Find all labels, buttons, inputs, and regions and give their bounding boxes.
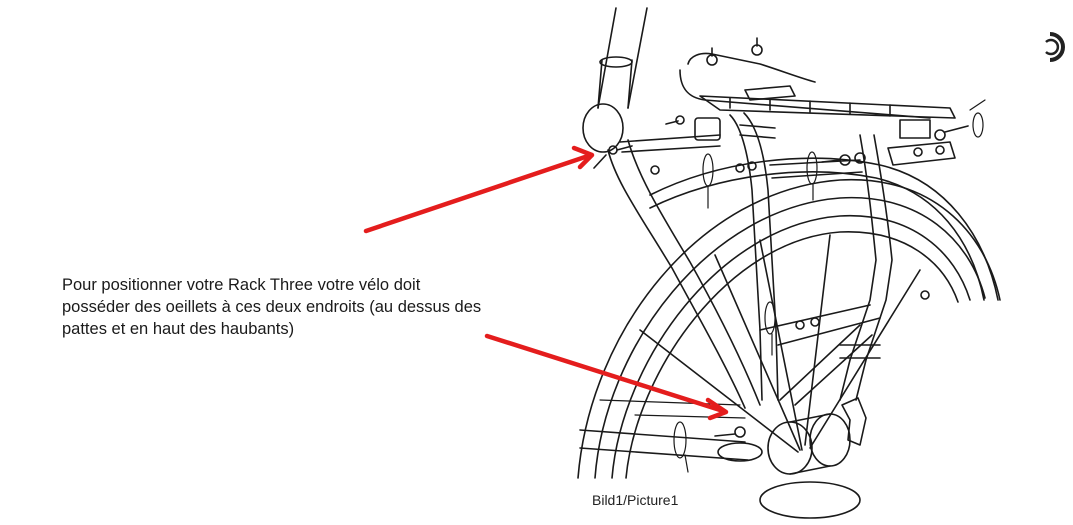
rear-hub <box>759 397 867 519</box>
circular-arrow-icon[interactable] <box>1040 30 1070 64</box>
upper-eyelet-arrowhead <box>571 145 595 170</box>
assembly-guides <box>599 99 986 473</box>
upper-bracket <box>619 117 776 153</box>
lower-eyelet-arrowhead <box>705 397 729 421</box>
seat-tube <box>582 7 761 409</box>
upper-eyelet-arrow <box>363 153 591 234</box>
annotation-arrows <box>363 145 729 421</box>
rack-platform <box>679 52 956 166</box>
mounting-screws <box>608 37 969 438</box>
chain-stay <box>579 429 763 462</box>
rear-wheel <box>577 178 1001 479</box>
figure-label: Bild1/Picture1 <box>592 492 679 508</box>
annotation-text: Pour positionner votre Rack Three votre … <box>62 276 482 338</box>
lower-eyelet-arrow <box>484 333 723 413</box>
rack-struts <box>729 112 893 406</box>
